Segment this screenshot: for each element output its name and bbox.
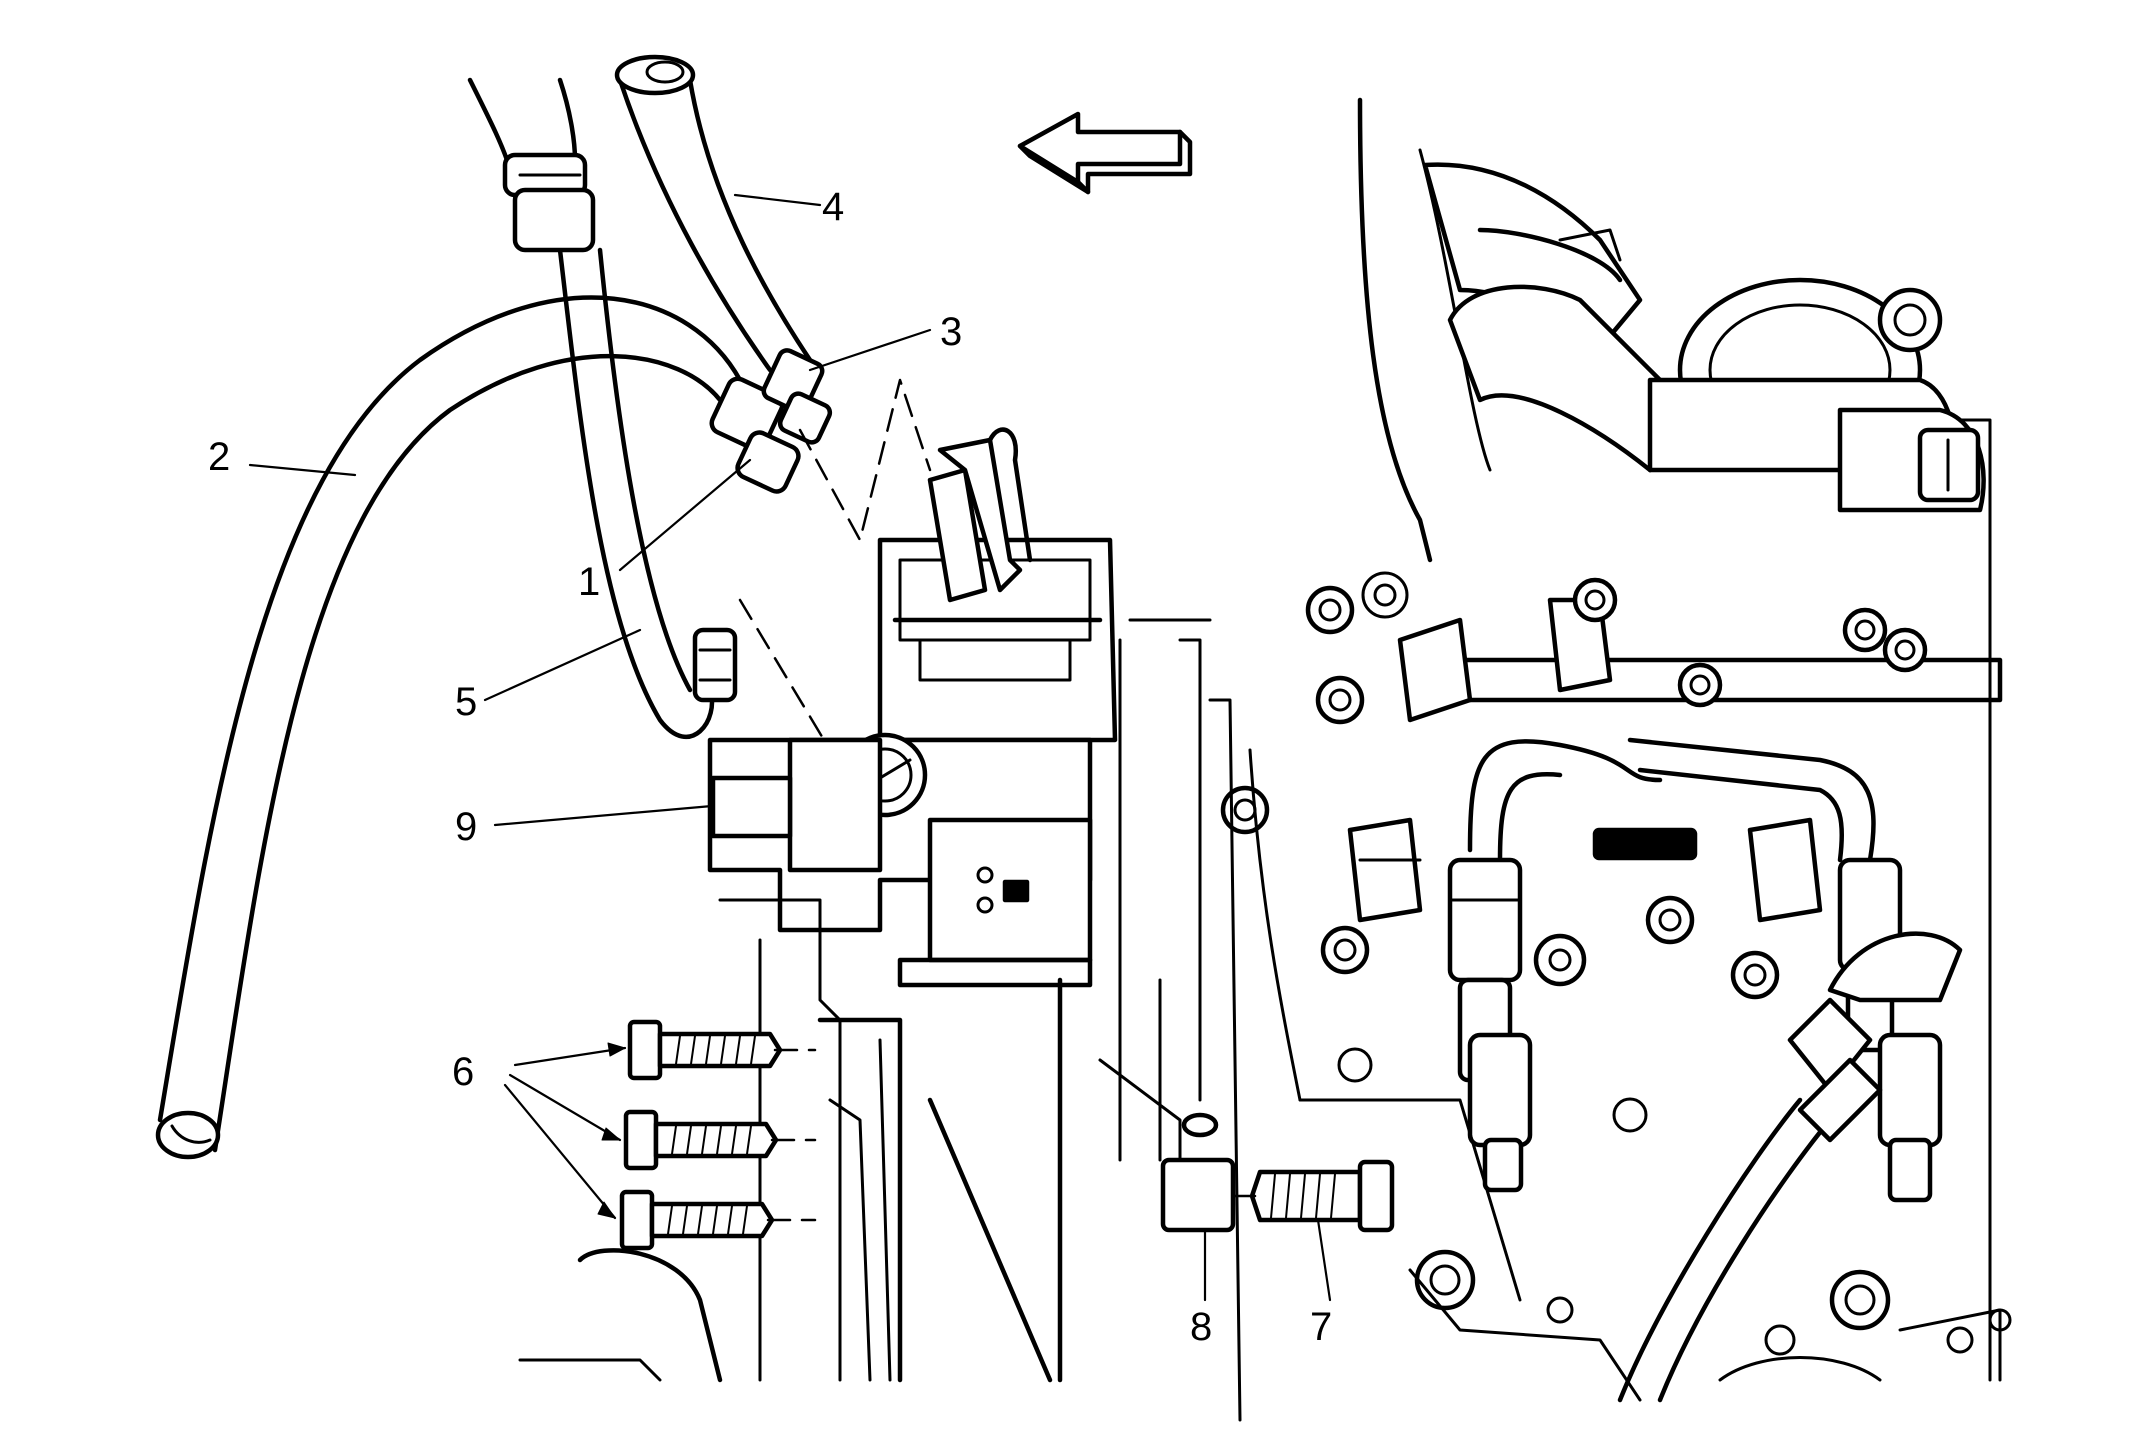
- leader-5: [483, 628, 642, 702]
- connector-1: [709, 376, 801, 494]
- leader-7: [1316, 1218, 1332, 1302]
- leader-1: [618, 458, 752, 572]
- lower-frame: [518, 898, 1063, 1383]
- callout-9: 9: [455, 805, 477, 849]
- callout-5: 5: [455, 680, 477, 724]
- bolt-7: [1231, 1159, 1395, 1233]
- leader-lines: [248, 193, 1332, 1302]
- bolts-6: [619, 1019, 817, 1251]
- leader-2: [248, 463, 357, 477]
- valve-cover-bolts: [1220, 577, 1928, 1000]
- bolt-6-a: [627, 1019, 783, 1081]
- callout-3: 3: [940, 310, 962, 354]
- leader-6c: [503, 1083, 617, 1220]
- bracket-8: [1098, 1058, 1236, 1233]
- bracket-9: [710, 737, 883, 873]
- connector-3: [761, 348, 833, 445]
- upper-hose: [467, 77, 596, 253]
- connector-5: [692, 627, 738, 703]
- bolt-6-c: [619, 1189, 775, 1251]
- callout-7: 7: [1310, 1305, 1332, 1349]
- leader-6b: [508, 1073, 622, 1142]
- leader-3: [808, 328, 932, 372]
- engine-block: [1118, 97, 2012, 1422]
- leader-9: [493, 804, 714, 827]
- purge-valve: [707, 427, 1118, 988]
- fuel-injector-front-right: [1877, 1032, 1943, 1203]
- vent-tube: [557, 247, 715, 739]
- arrow-left-icon: [1017, 111, 1193, 195]
- callout-2: 2: [208, 435, 230, 479]
- hose-4: [614, 54, 813, 373]
- hose-2: [155, 295, 743, 1160]
- callout-8: 8: [1190, 1305, 1212, 1349]
- callout-labels: 1 2 3 4 5 6 7 8 9: [208, 185, 1332, 1349]
- callout-1: 1: [578, 560, 600, 604]
- lower-bolts: [1414, 1249, 2012, 1356]
- callout-6: 6: [452, 1050, 474, 1094]
- bolt-6-b: [623, 1109, 779, 1171]
- fuel-injector-front-left: [1467, 1032, 1533, 1193]
- leader-6a: [513, 1046, 627, 1067]
- leader-4: [733, 193, 822, 207]
- fuel-injector-right: [1747, 817, 1903, 1053]
- callout-4: 4: [822, 185, 844, 229]
